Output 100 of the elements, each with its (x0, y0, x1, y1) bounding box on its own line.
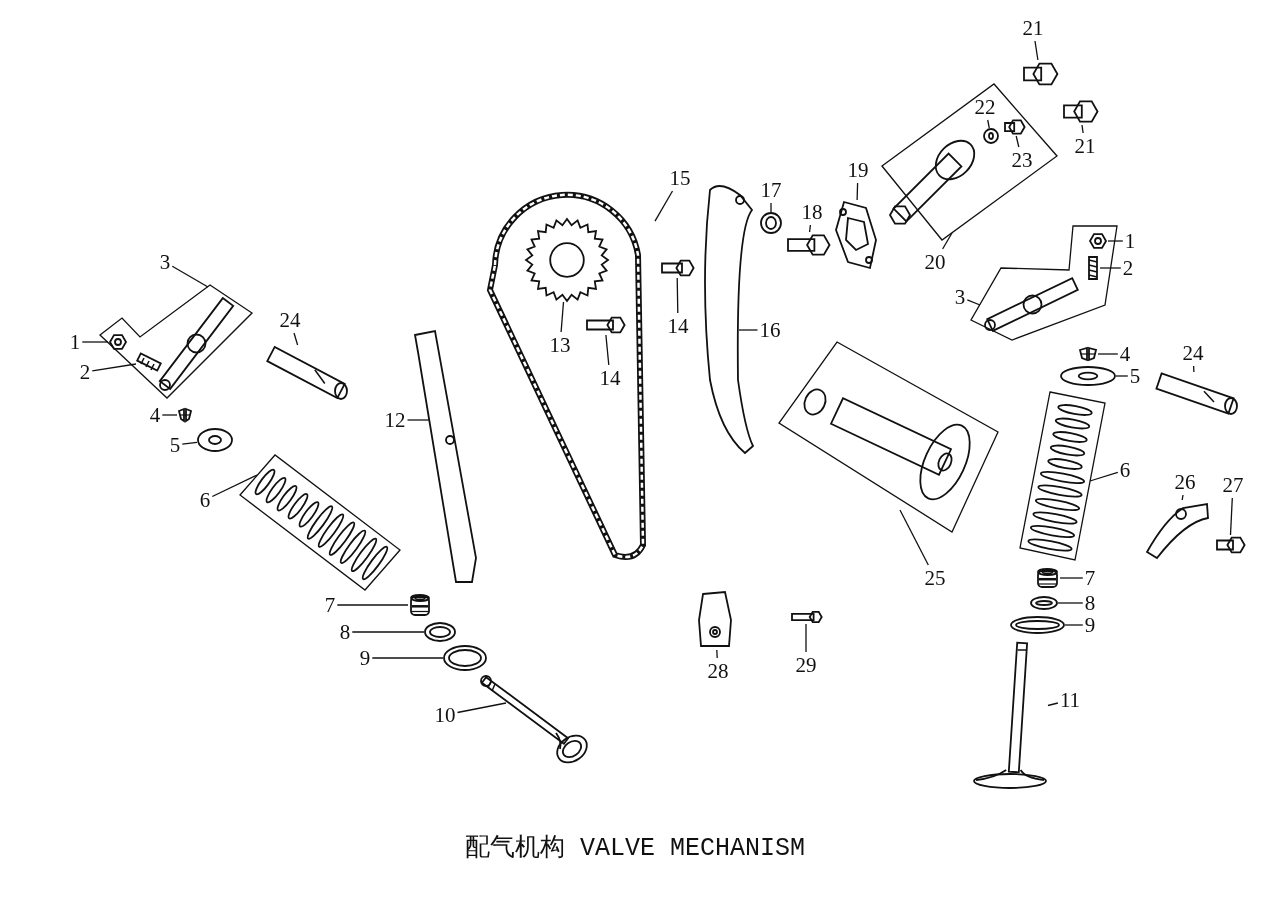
assembly-frame (240, 455, 400, 590)
callout-number: 24 (279, 309, 301, 331)
washer-drawing (983, 128, 999, 144)
washer-drawing (760, 212, 782, 234)
callout-number: 23 (1011, 149, 1033, 171)
collet-drawing (1078, 346, 1098, 362)
leader-line (899, 509, 929, 566)
nut-drawing (1088, 232, 1108, 250)
leader-line (941, 232, 953, 250)
bolt-drawing (1215, 535, 1245, 555)
callout-number: 7 (324, 594, 336, 616)
callout-number: 26 (1174, 471, 1196, 493)
assembly-frame (100, 285, 252, 398)
washer-drawing (443, 645, 487, 671)
callout-number: 6 (1119, 459, 1131, 481)
callout-number: 17 (760, 179, 782, 201)
leader-line (336, 604, 409, 606)
leader-line (1047, 702, 1059, 707)
assembly-frame (1020, 392, 1105, 560)
callout-number: 29 (795, 654, 817, 676)
leader-line (293, 332, 299, 346)
washer-drawing (1010, 616, 1065, 634)
leader-line (1064, 624, 1084, 626)
leader-line (605, 334, 610, 366)
callout-number: 25 (924, 567, 946, 589)
leader-line (211, 474, 258, 498)
leader-line (1015, 135, 1020, 148)
callout-number: 5 (169, 434, 181, 456)
valve-drawing (972, 640, 1048, 790)
collet-drawing (177, 407, 193, 423)
bolt-drawing (790, 610, 822, 624)
callout-number: 3 (159, 251, 171, 273)
callout-number: 14 (667, 315, 689, 337)
bolt-drawing (786, 232, 830, 258)
callout-number: 16 (759, 319, 781, 341)
washer-drawing (424, 622, 456, 642)
callout-number: 18 (801, 201, 823, 223)
leader-line (808, 224, 812, 233)
leader-line (181, 441, 198, 445)
bolt-drawing (585, 315, 625, 335)
seal-drawing (408, 592, 432, 618)
leader-line (1229, 497, 1233, 536)
leader-line (161, 414, 178, 416)
leader-line (987, 119, 990, 129)
screw-drawing (1086, 255, 1100, 281)
leader-line (1107, 240, 1124, 242)
callout-number: 22 (974, 96, 996, 118)
gasket-drawing (834, 200, 878, 270)
assembly-frame (779, 342, 998, 532)
callout-number: 13 (549, 334, 571, 356)
callout-number: 2 (79, 361, 91, 383)
callout-number: 5 (1129, 365, 1141, 387)
bolt-drawing (1062, 98, 1098, 125)
callout-number: 2 (1122, 257, 1134, 279)
bolt-drawing (1022, 60, 1058, 88)
leader-line (856, 182, 859, 201)
bracket-drawing (695, 590, 735, 650)
leader-line (1057, 602, 1084, 604)
sprocket-drawing (525, 218, 609, 302)
leader-line (1181, 494, 1184, 501)
bolt-drawing (1003, 118, 1025, 136)
seal-drawing (1035, 566, 1060, 590)
callout-number: 8 (1084, 592, 1096, 614)
screw-drawing (136, 354, 162, 370)
leader-line (1099, 267, 1122, 269)
callout-number: 12 (384, 409, 406, 431)
leader-line (371, 657, 444, 659)
callout-number: 1 (69, 331, 81, 353)
leader-line (1192, 365, 1195, 373)
leader-line (81, 341, 109, 343)
callout-number: 10 (434, 704, 456, 726)
leader-line (716, 649, 718, 659)
callout-number: 28 (707, 660, 729, 682)
caption: 配气机构 VALVE MECHANISM (464, 833, 805, 863)
leader-line (1115, 375, 1129, 377)
callout-number: 7 (1084, 567, 1096, 589)
leader-line (171, 265, 209, 288)
callout-number: 27 (1222, 474, 1244, 496)
callout-number: 20 (924, 251, 946, 273)
leader-line (738, 329, 759, 331)
callout-number: 6 (199, 489, 211, 511)
leader-line (805, 623, 807, 653)
leader-line (1089, 471, 1119, 482)
callout-number: 21 (1022, 17, 1044, 39)
plate-drawing (1145, 500, 1210, 560)
spring-retainer-drawing (1060, 366, 1116, 386)
assembly-frame (971, 226, 1117, 340)
leader-line (1059, 577, 1084, 579)
leader-line (770, 202, 772, 213)
spring-retainer-drawing (197, 428, 233, 452)
assembly-frame (882, 84, 1057, 240)
bolt-drawing (660, 258, 694, 278)
leader-line (654, 190, 674, 222)
leader-line (966, 299, 981, 306)
leader-line (1081, 124, 1084, 134)
nut-drawing (108, 333, 128, 351)
callout-number: 4 (149, 404, 161, 426)
leader-line (91, 363, 137, 372)
callout-number: 21 (1074, 135, 1096, 157)
washer-drawing (1030, 596, 1058, 610)
